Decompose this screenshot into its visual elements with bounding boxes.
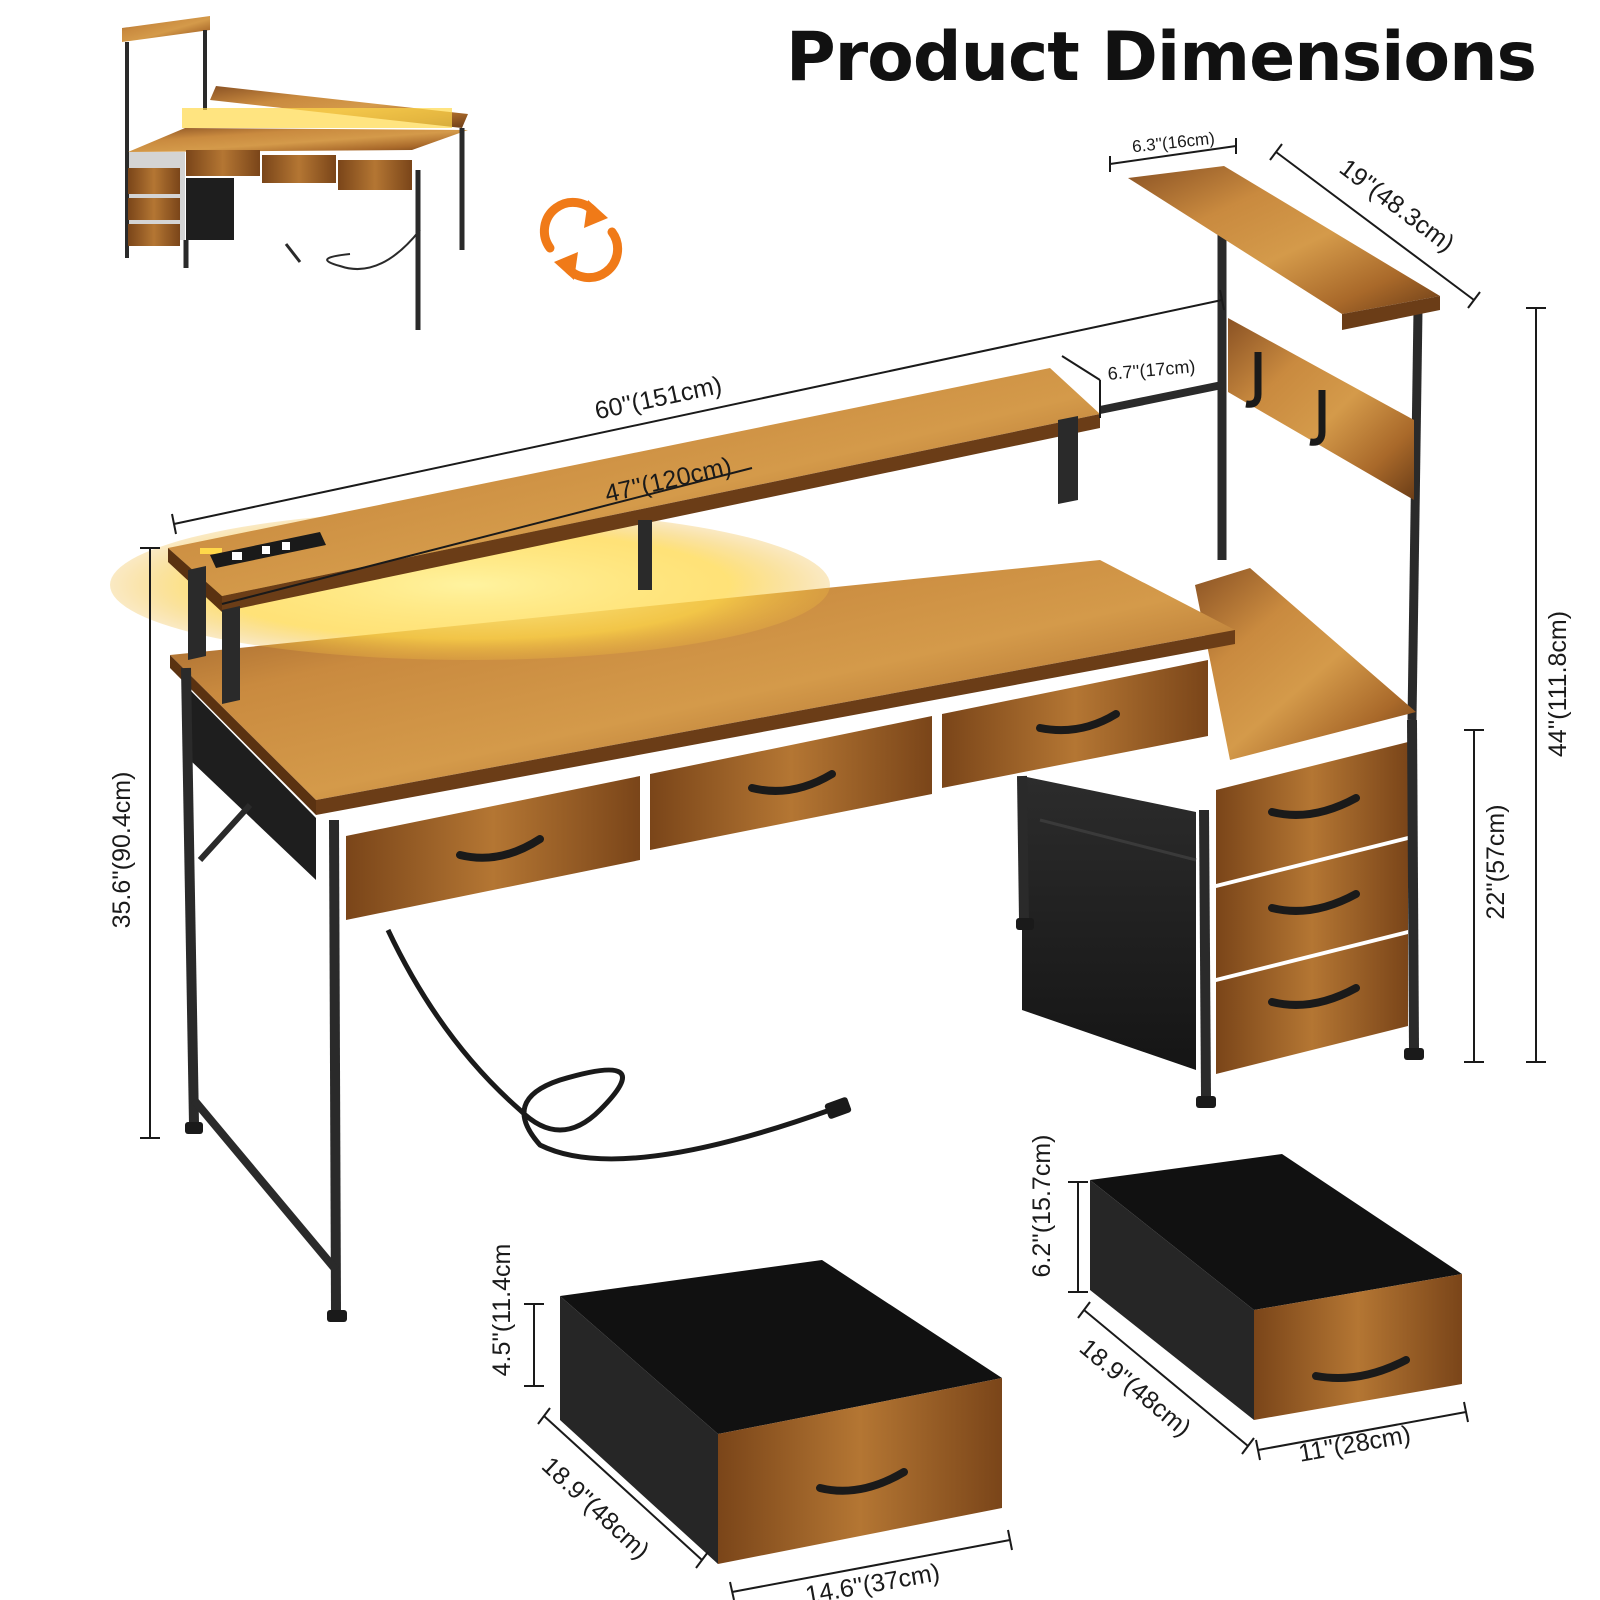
large-drawer-width-label: 11''(28cm) xyxy=(1296,1420,1412,1467)
thumbnail-desk xyxy=(122,16,468,330)
desk-width-label: 60''(151cm) xyxy=(592,371,724,425)
page-title: Product Dimensions xyxy=(785,18,1537,97)
desk-height-label: 35.6''(90.4cm) xyxy=(108,772,136,929)
total-height-label: 44''(111.8cm) xyxy=(1544,611,1572,757)
small-drawer-height-label: 4.5''(11.4cm xyxy=(488,1244,516,1377)
large-fabric-drawer xyxy=(1090,1154,1462,1420)
large-drawer-height-label: 6.2''(15.7cm) xyxy=(1028,1135,1056,1278)
top-shelf-depth-label: 6.3''(16cm) xyxy=(1131,129,1216,157)
monitor-stand-depth-label: 6.7''(17cm) xyxy=(1107,356,1196,384)
drawer-unit-height-label: 22''(57cm) xyxy=(1482,804,1510,919)
main-desk xyxy=(110,166,1440,1322)
rotate-arrows-icon xyxy=(539,197,623,283)
small-fabric-drawer xyxy=(560,1260,1002,1564)
dimension-lines xyxy=(140,138,1546,1600)
